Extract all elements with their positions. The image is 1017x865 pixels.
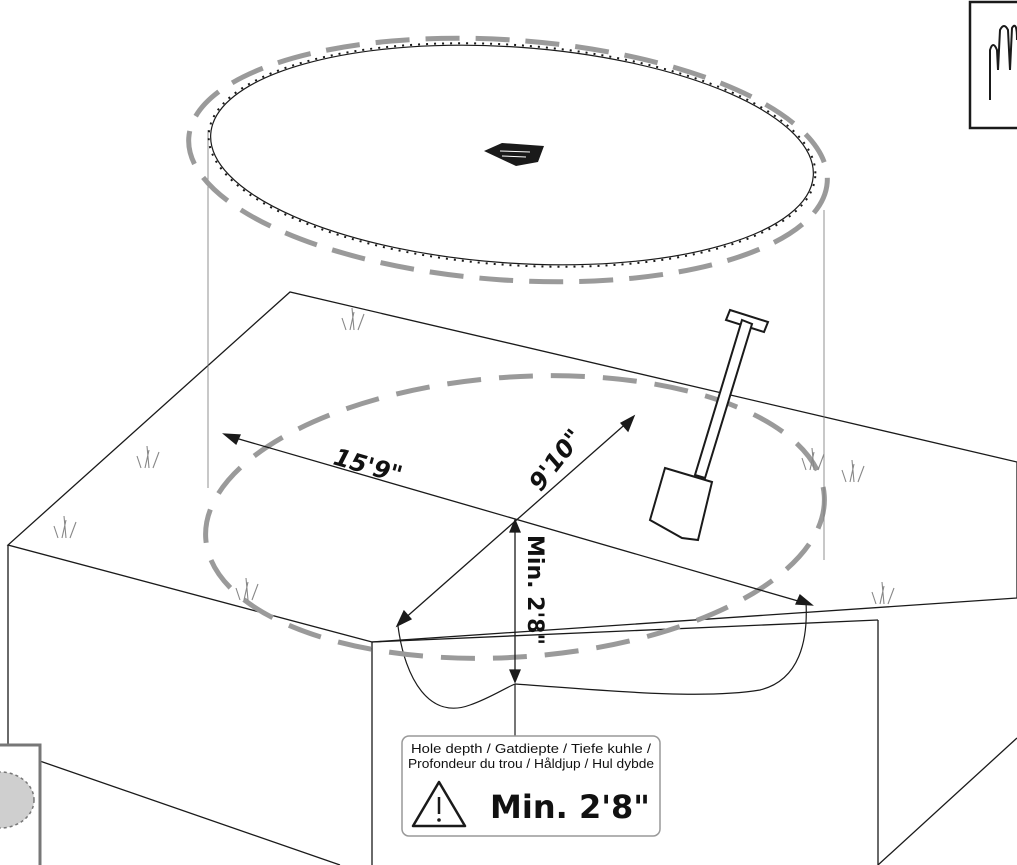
grass-icon xyxy=(53,307,895,605)
ground-block xyxy=(6,291,1017,865)
projection-lines xyxy=(207,130,825,560)
warning-text-line1: Hole depth / Gatdiepte / Tiefe kuhle / xyxy=(411,742,652,756)
shovel-icon xyxy=(648,308,770,542)
partial-icon-bottom-left xyxy=(0,743,42,865)
trampoline-mat-icon xyxy=(186,35,830,285)
gloves-icon xyxy=(968,0,1017,130)
depth-label: Min. 2'8" xyxy=(522,535,547,645)
mat-center-logo xyxy=(484,143,544,166)
warning-triangle-icon xyxy=(411,780,467,828)
dimension-arrows xyxy=(222,414,814,684)
warning-text-line2: Profondeur du trou / Håldjup / Hul dybde xyxy=(408,757,654,771)
hole-depth-warning-box: Hole depth / Gatdiepte / Tiefe kuhle / P… xyxy=(401,735,661,837)
warning-min-depth: Min. 2'8" xyxy=(490,788,650,826)
hole-section xyxy=(397,601,807,740)
